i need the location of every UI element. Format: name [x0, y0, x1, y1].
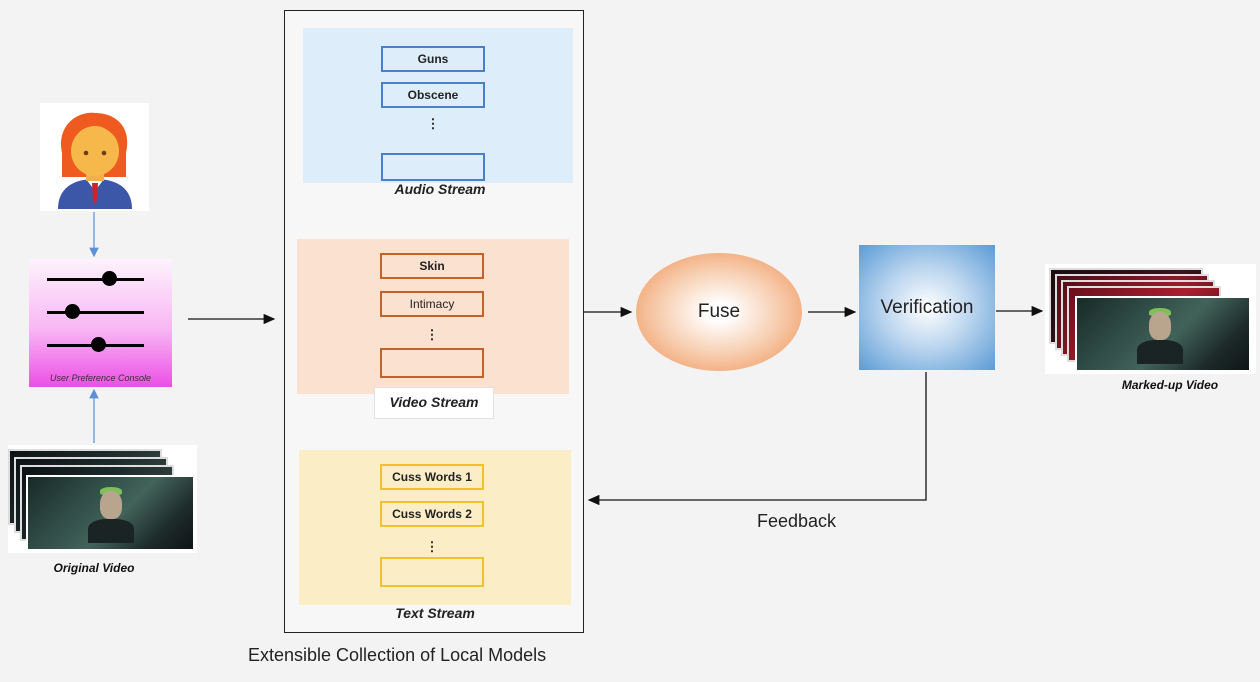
fuse-node[interactable]: Fuse — [636, 253, 802, 371]
video-frame — [1075, 296, 1251, 372]
video-frame — [26, 475, 195, 551]
audio-model-box[interactable]: Guns — [381, 46, 485, 72]
audio-model-box[interactable]: Obscene — [381, 82, 485, 108]
text-model-box-empty[interactable] — [380, 557, 484, 587]
more-models-ellipsis: ⋮ — [425, 327, 439, 342]
fuse-label: Fuse — [697, 301, 741, 322]
more-models-ellipsis: ⋮ — [426, 116, 440, 131]
user-avatar — [40, 103, 149, 211]
text-model-box[interactable]: Cuss Words 2 — [380, 501, 484, 527]
slider-knob[interactable] — [102, 271, 117, 286]
audio-stream-panel: Guns Obscene ⋮ — [303, 28, 573, 183]
slider-track — [47, 311, 144, 314]
original-video-label: Original Video — [53, 561, 135, 575]
audio-model-box-empty[interactable] — [381, 153, 485, 181]
more-models-ellipsis: ⋮ — [425, 539, 439, 554]
verification-label: Verification — [880, 296, 974, 318]
console-label: User Preference Console — [49, 373, 152, 383]
video-stream-panel: Skin Intimacy ⋮ — [297, 239, 569, 394]
user-preference-console[interactable]: User Preference Console — [29, 259, 172, 387]
collection-title: Extensible Collection of Local Models — [248, 645, 547, 665]
text-stream-label: Text Stream — [395, 605, 475, 621]
verification-node[interactable]: Verification — [859, 245, 995, 370]
text-model-box[interactable]: Cuss Words 1 — [380, 464, 484, 490]
local-models-collection: Guns Obscene ⋮ Audio Stream Skin Intimac… — [284, 10, 584, 633]
audio-stream-label: Audio Stream — [394, 181, 486, 197]
slider-track — [47, 278, 144, 281]
feedback-arrow — [587, 372, 927, 506]
video-model-box-empty[interactable] — [380, 348, 484, 378]
marked-up-video-label: Marked-up Video — [1121, 378, 1219, 392]
original-video-thumbnail — [8, 445, 197, 553]
video-model-box[interactable]: Skin — [380, 253, 484, 279]
marked-up-video-thumbnail — [1045, 264, 1256, 374]
video-stream-label: Video Stream — [374, 387, 494, 419]
slider-knob[interactable] — [91, 337, 106, 352]
video-model-box[interactable]: Intimacy — [380, 291, 484, 317]
text-stream-panel: Cuss Words 1 Cuss Words 2 ⋮ — [299, 450, 571, 605]
slider-knob[interactable] — [65, 304, 80, 319]
user-avatar-icon — [58, 112, 132, 209]
feedback-label: Feedback — [757, 511, 837, 531]
